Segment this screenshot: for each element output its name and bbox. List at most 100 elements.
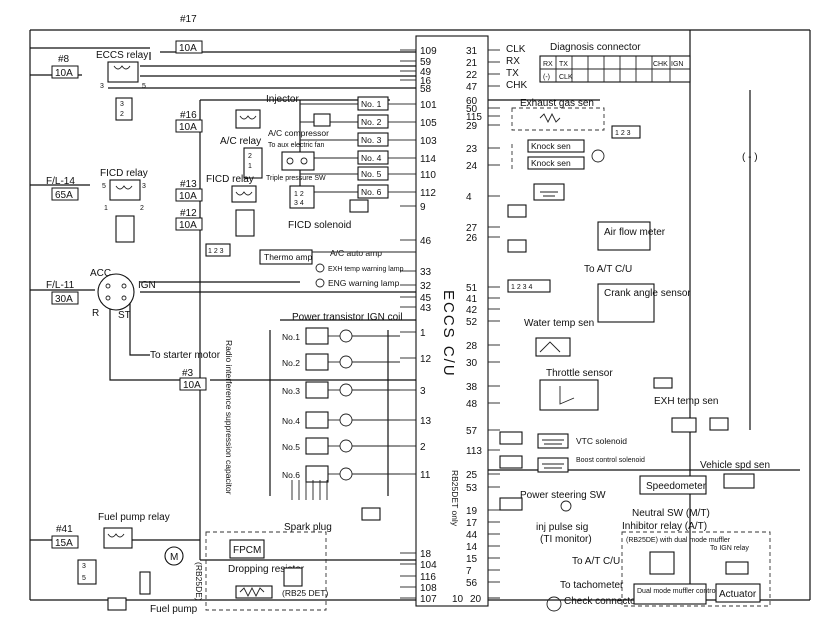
fuse-17-body — [175, 40, 203, 54]
fuse-13: #13 10A — [175, 179, 203, 202]
injector-label: No. 6 — [361, 187, 382, 197]
thermo-amp: Thermo amp A/C auto amp EXH temp warning… — [259, 248, 416, 288]
signal-chk: CHK — [506, 80, 527, 91]
ecu-pin-right: 115 — [466, 112, 482, 123]
injector-box — [357, 166, 389, 181]
ti-monitor-label: (TI monitor) — [540, 534, 592, 545]
to-at-2-label: To A/T C/U — [572, 556, 620, 567]
fuse-12-number: #12 — [180, 208, 197, 219]
dual-mode-muffler: (RB25DE) with dual mode muffler To IGN r… — [621, 531, 771, 607]
ign-coil-transistor — [305, 327, 329, 345]
svg-text:1: 1 — [104, 205, 108, 212]
diag-pin-gnd: (-) — [543, 74, 550, 81]
injector-label: Injector — [266, 94, 299, 105]
fuel-pump-relay: Fuel pump relay 35 — [77, 512, 170, 585]
ficd-relay-2-label: FICD relay — [206, 174, 254, 185]
water-temp-sensor: Water temp sen — [524, 318, 594, 357]
fuse-16: #16 10A — [175, 110, 203, 133]
fuel-pump-label: Fuel pump — [150, 604, 198, 615]
throttle-sensor: Throttle sensor — [539, 368, 613, 411]
svg-text:5: 5 — [102, 183, 106, 190]
svg-text:1: 1 — [248, 163, 252, 170]
injector-label: No. 4 — [361, 153, 382, 163]
ign-coil-label: No.1 — [282, 332, 300, 342]
ficd-relay-label: FICD relay — [100, 168, 148, 179]
ign-coil-label: No.2 — [282, 358, 300, 368]
ign-coil-transistor — [305, 353, 329, 371]
eccs-relay-body — [107, 61, 139, 83]
ecu-pin-right: 60 — [466, 96, 478, 107]
ign-coil-transistor — [305, 465, 329, 483]
air-flow-label: Air flow meter — [604, 227, 666, 238]
vtc-label: VTC solenoid — [576, 436, 627, 446]
ecu-pin-right: 50 — [466, 104, 478, 115]
ecu-pin-left: 16 — [420, 76, 432, 87]
fuse-8-body — [51, 65, 79, 79]
ign-coil-symbol — [339, 329, 353, 343]
svg-text:2: 2 — [248, 153, 252, 160]
fuse-fl14-rating: 65A — [55, 190, 73, 201]
fuse-fl14-number: F/L-14 — [46, 176, 75, 187]
injector-label: No. 1 — [361, 99, 382, 109]
diagnosis-connector: Diagnosis connector RX TX (-) CLK CHK IG… — [539, 42, 691, 83]
st-label: ST — [118, 310, 131, 321]
svg-text:3: 3 — [100, 83, 104, 90]
ecu-pin-right: 14 — [466, 542, 478, 553]
ign-coil-transistor — [305, 381, 329, 399]
injector-box — [357, 132, 389, 147]
ign-coil-label: No.4 — [282, 416, 300, 426]
ecu-pin-right: 22 — [466, 70, 478, 81]
speedometer-body — [639, 475, 707, 495]
svg-text:5: 5 — [142, 83, 146, 90]
fuse-fl11-body — [51, 291, 79, 305]
ecu-pin-left: 58 — [420, 84, 432, 95]
ground-marker: ( - ) — [742, 152, 758, 163]
ecu-pin-right: 31 — [466, 46, 478, 57]
signal-clk: CLK — [506, 44, 526, 55]
ficd-solenoid: 1 23 4 FICD solenoid — [288, 185, 369, 231]
ecu-pin-right: 7 — [466, 566, 472, 577]
to-at-label: To A/T C/U — [584, 264, 632, 275]
ecu-pin-left: 59 — [420, 57, 432, 68]
fuse-fl14-body — [51, 187, 79, 201]
fuse-12-body — [175, 217, 203, 231]
ecu-pin-left: 32 — [420, 281, 432, 292]
ecu-pin-left: 2 — [420, 442, 426, 453]
fuse-17-rating: 10A — [179, 43, 197, 54]
eng-lamp-label: ENG warning lamp — [328, 278, 400, 288]
fuse-3-rating: 10A — [183, 380, 201, 391]
dropping-resistor-label: Dropping resistor — [228, 564, 305, 575]
ecu-pin-left: 49 — [420, 67, 432, 78]
ecu-pin-left: 116 — [420, 572, 436, 583]
fuse-17: #17 10A — [175, 14, 203, 54]
diag-pin-rx: RX — [543, 61, 553, 68]
svg-text:2: 2 — [140, 205, 144, 212]
ecu-pin-right: 56 — [466, 578, 478, 589]
diag-pin-tx: TX — [559, 61, 568, 68]
ecu-pin-left: 11 — [420, 470, 431, 481]
svg-text:2: 2 — [120, 111, 124, 118]
svg-text:M: M — [170, 552, 178, 563]
boost-label: Boost control solenoid — [576, 457, 645, 464]
ecu-pin-right: 4 — [466, 192, 472, 203]
ecu-pin-left: 13 — [420, 416, 432, 427]
ecu-pin-right: 53 — [466, 483, 478, 494]
ficd-solenoid-label: FICD solenoid — [288, 220, 351, 231]
fuse-41-body — [51, 535, 79, 549]
knock-sensor-1-label: Knock sen — [531, 141, 571, 151]
vtc-solenoid: VTC solenoid — [499, 431, 627, 449]
triple-sw-label: Triple pressure SW — [266, 175, 326, 182]
fuse-41-rating: 15A — [55, 538, 73, 549]
ign-coil-symbol — [339, 383, 353, 397]
fuse-8-number: #8 — [58, 54, 70, 65]
ecu-pin-left: 114 — [420, 154, 436, 165]
ecu-pin-left: 43 — [420, 303, 432, 314]
fuse-fl11-number: F/L-11 — [46, 280, 75, 291]
aux-fan-label: To aux electric fan — [268, 142, 325, 149]
fuse-fl11-rating: 30A — [55, 294, 73, 305]
injector-box — [357, 150, 389, 165]
injector-box — [357, 184, 389, 199]
ign-coil-symbol — [339, 439, 353, 453]
ecu-pin-left: 108 — [420, 583, 437, 594]
